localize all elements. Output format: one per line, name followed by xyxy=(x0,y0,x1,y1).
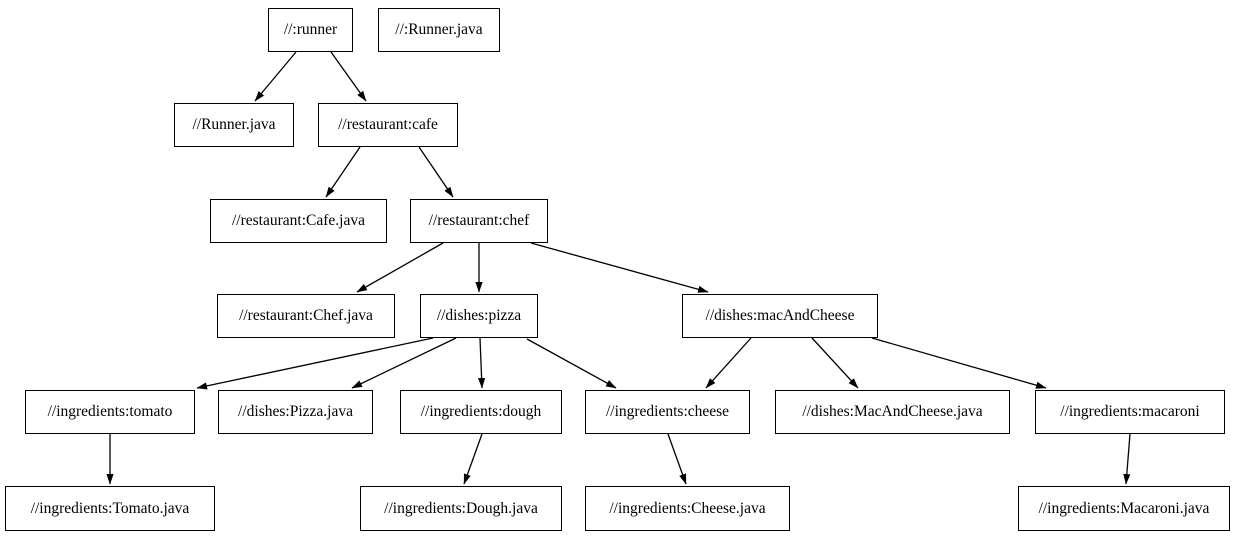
edge-group xyxy=(106,51,1131,485)
node-runner-java: //Runner.java xyxy=(174,103,294,147)
node-chef-java: //restaurant:Chef.java xyxy=(217,294,395,338)
node-pizza: //dishes:pizza xyxy=(420,294,538,338)
edge-runner-to-cafe xyxy=(330,51,367,102)
node-tomato-java: //ingredients:Tomato.java xyxy=(5,486,215,531)
node-cheese: //ingredients:cheese xyxy=(585,390,750,434)
edge-mac-and-cheese-to-cheese xyxy=(705,337,752,389)
edge-cafe-to-cafe-java xyxy=(325,146,361,198)
node-pizza-java: //dishes:Pizza.java xyxy=(218,390,373,434)
node-tomato: //ingredients:tomato xyxy=(25,390,195,434)
node-runner: //:runner xyxy=(268,8,353,52)
edge-pizza-to-dough xyxy=(478,337,486,389)
node-macaroni: //ingredients:macaroni xyxy=(1035,390,1225,434)
node-runner-java-root: //:Runner.java xyxy=(378,8,500,52)
edge-mac-and-cheese-to-mac-and-cheese-java xyxy=(811,337,859,389)
edge-macaroni-to-macaroni-java xyxy=(1123,433,1131,485)
node-cafe-java: //restaurant:Cafe.java xyxy=(210,199,387,243)
edge-pizza-to-tomato xyxy=(196,337,434,390)
edge-dough-to-dough-java xyxy=(463,433,483,485)
edge-chef-to-chef-java xyxy=(356,242,444,293)
edge-runner-to-runner-java xyxy=(254,51,297,102)
edge-cheese-to-cheese-java xyxy=(667,433,687,485)
node-chef: //restaurant:chef xyxy=(410,199,548,243)
edge-cafe-to-chef xyxy=(418,146,454,198)
node-cafe: //restaurant:cafe xyxy=(318,103,458,147)
node-mac-and-cheese: //dishes:macAndCheese xyxy=(682,294,878,338)
node-cheese-java: //ingredients:Cheese.java xyxy=(585,486,790,531)
edge-mac-and-cheese-to-macaroni xyxy=(871,337,1047,389)
node-macaroni-java: //ingredients:Macaroni.java xyxy=(1018,486,1230,531)
edge-chef-to-mac-and-cheese xyxy=(530,242,709,293)
node-dough: //ingredients:dough xyxy=(400,390,562,434)
edge-pizza-to-pizza-java xyxy=(351,337,457,389)
edge-pizza-to-cheese xyxy=(526,338,617,389)
node-dough-java: //ingredients:Dough.java xyxy=(360,486,562,531)
node-mac-and-cheese-java: //dishes:MacAndCheese.java xyxy=(775,390,1010,434)
